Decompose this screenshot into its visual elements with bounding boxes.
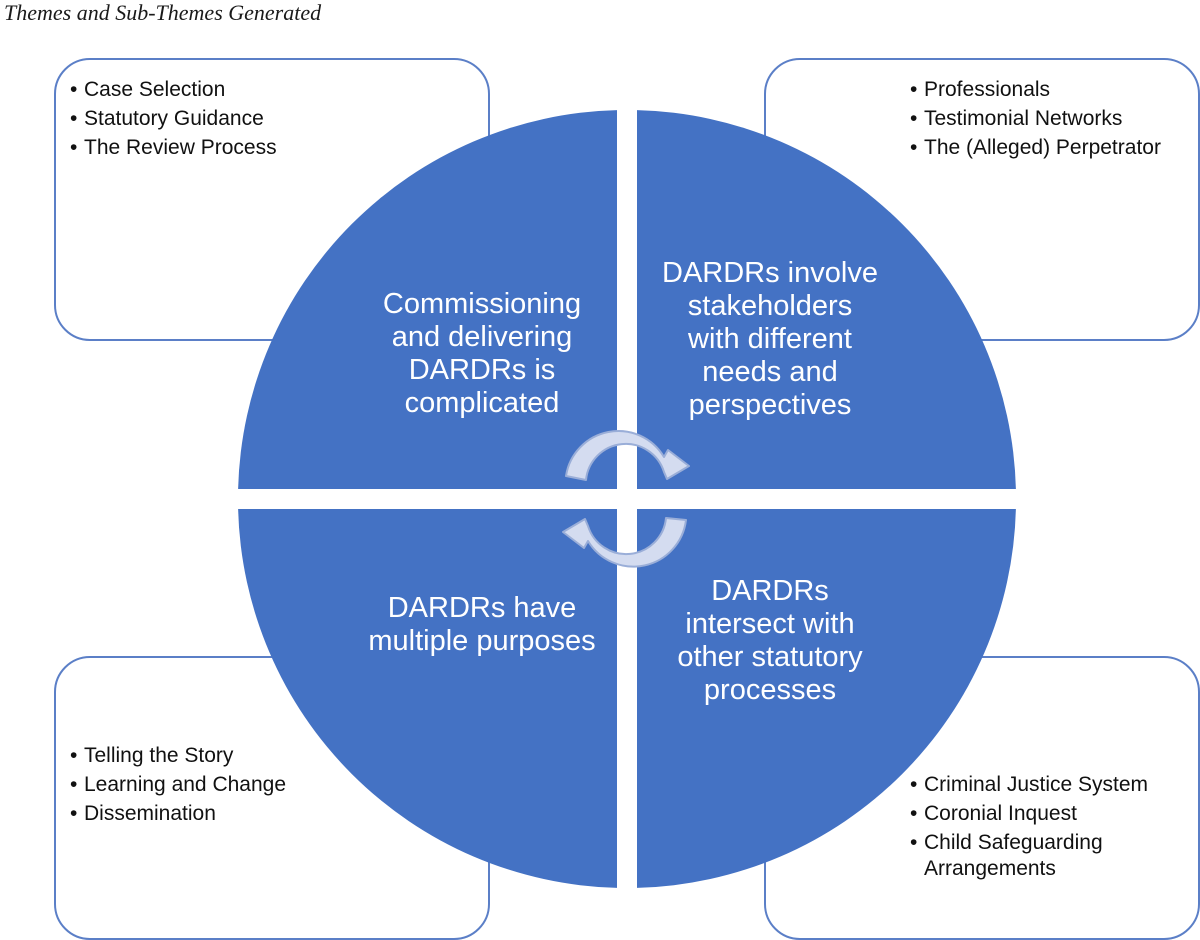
subtheme-item: Testimonial Networks	[910, 106, 1200, 132]
subtheme-item: Case Selection	[70, 77, 460, 103]
subtheme-item: Professionals	[910, 77, 1200, 103]
subtheme-item: The Review Process	[70, 135, 460, 161]
subtheme-list-top-left: Case Selection Statutory Guidance The Re…	[70, 77, 460, 164]
figure-caption: Themes and Sub-Themes Generated	[4, 0, 322, 25]
subtheme-item: Dissemination	[70, 801, 460, 827]
curved-arrow-clockwise-top-icon	[565, 430, 690, 481]
subtheme-list-top-right: Professionals Testimonial Networks The (…	[910, 77, 1200, 164]
quadrant-bottom-right	[637, 509, 1016, 888]
subtheme-list-bottom-left: Telling the Story Learning and Change Di…	[70, 743, 460, 830]
theme-label-bottom-right: DARDRs intersect with other statutory pr…	[677, 575, 863, 706]
subtheme-list-bottom-right: Criminal Justice System Coronial Inquest…	[910, 772, 1200, 885]
subtheme-item: Telling the Story	[70, 743, 460, 769]
subtheme-item: Statutory Guidance	[70, 106, 460, 132]
subtheme-item: Criminal Justice System	[910, 772, 1200, 798]
subtheme-item: Coronial Inquest	[910, 801, 1200, 827]
subtheme-item: Learning and Change	[70, 772, 460, 798]
theme-label-bottom-left: DARDRs have multiple purposes	[368, 592, 596, 657]
subtheme-item: The (Alleged) Perpetrator	[910, 135, 1200, 161]
subtheme-item: Child Safeguarding Arrangements	[910, 830, 1200, 882]
quadrant-top-right	[637, 110, 1016, 489]
theme-label-top-left: Commissioning and delivering DARDRs is c…	[382, 288, 582, 419]
theme-label-top-right: DARDRs involve stakeholders with differe…	[662, 257, 878, 421]
quadrant-top-left	[238, 110, 617, 489]
quadrant-bottom-left	[238, 509, 617, 888]
curved-arrow-clockwise-bottom-icon	[562, 517, 687, 568]
